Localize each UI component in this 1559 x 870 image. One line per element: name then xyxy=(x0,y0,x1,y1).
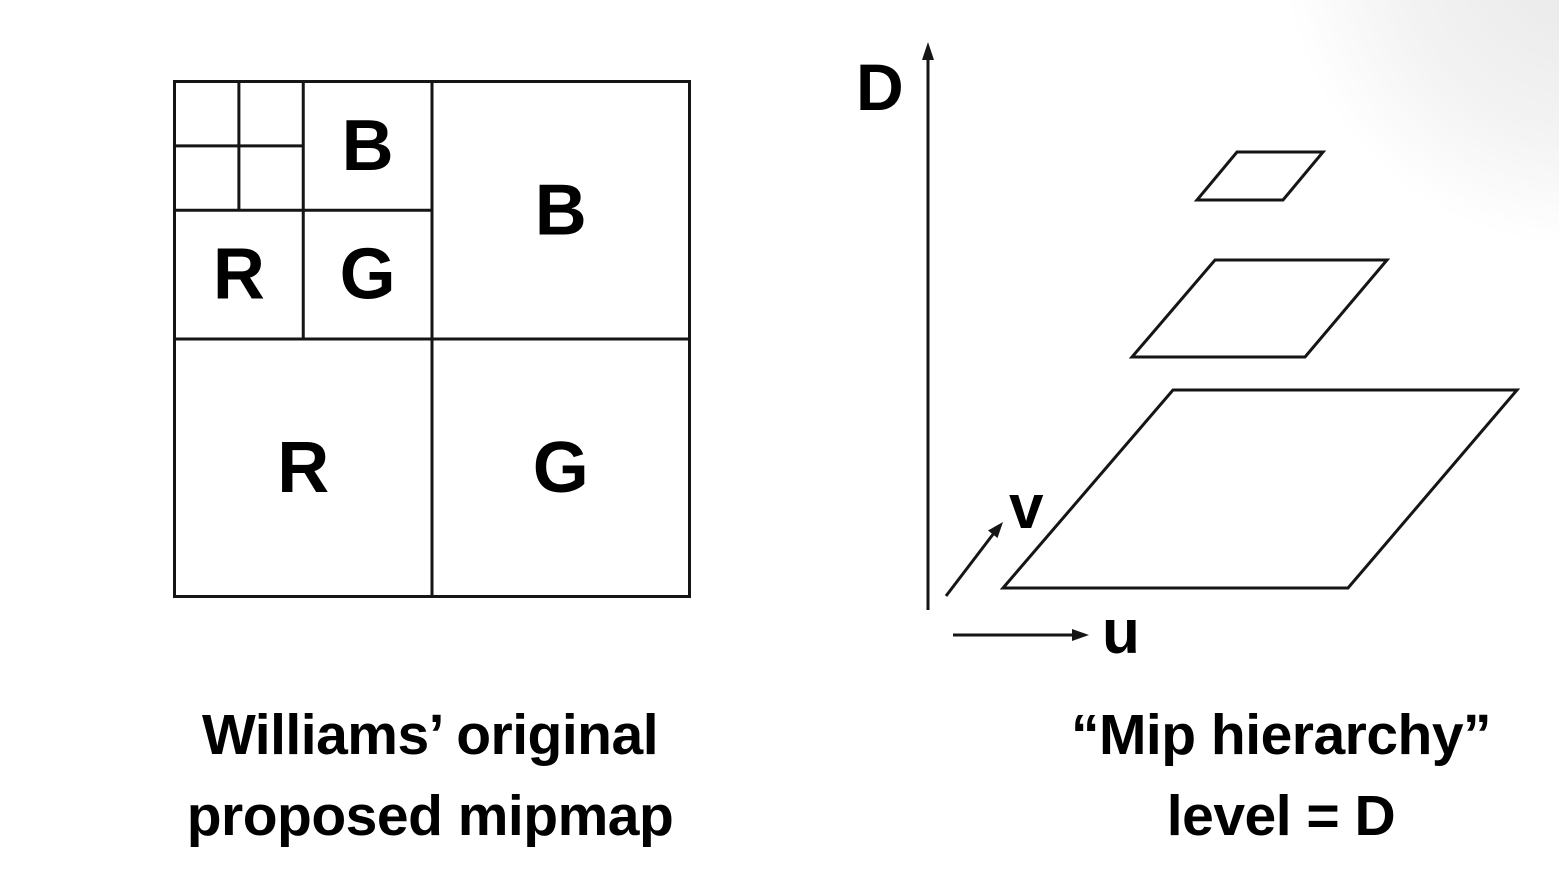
v-axis-arrowhead-icon xyxy=(988,522,1003,538)
mip-hierarchy-diagram: D u v xyxy=(856,42,1521,667)
d-axis-label: D xyxy=(856,50,904,124)
u-axis-label: u xyxy=(1102,598,1140,667)
left-caption-line2: proposed mipmap layout xyxy=(186,784,674,870)
mipmap-layout-diagram: B R G B R G xyxy=(173,80,691,598)
v-axis-line xyxy=(944,532,996,597)
left-figure-caption: Williams’ original proposed mipmap layou… xyxy=(100,695,760,870)
mip-level-2-parallelogram xyxy=(1193,150,1327,202)
right-caption-line2: level = D xyxy=(1166,784,1396,848)
u-axis-arrowhead-icon xyxy=(1072,629,1089,641)
mip-level-1-parallelogram xyxy=(1128,258,1391,359)
cell-label-b-medium: B xyxy=(342,106,394,186)
v-axis-label: v xyxy=(1009,473,1044,542)
left-caption-line1: Williams’ original xyxy=(201,703,659,767)
right-figure-caption: “Mip hierarchy” level = D xyxy=(951,695,1559,857)
right-caption-line1: “Mip hierarchy” xyxy=(1070,703,1492,767)
cell-label-g-large: G xyxy=(533,428,589,508)
cell-label-r-large: R xyxy=(277,428,329,508)
cell-label-b-large: B xyxy=(535,170,587,250)
cell-label-g-medium: G xyxy=(340,235,396,315)
mip-level-0-parallelogram xyxy=(999,388,1521,590)
d-axis-arrowhead-icon xyxy=(922,42,934,60)
cell-label-r-medium: R xyxy=(213,235,265,315)
